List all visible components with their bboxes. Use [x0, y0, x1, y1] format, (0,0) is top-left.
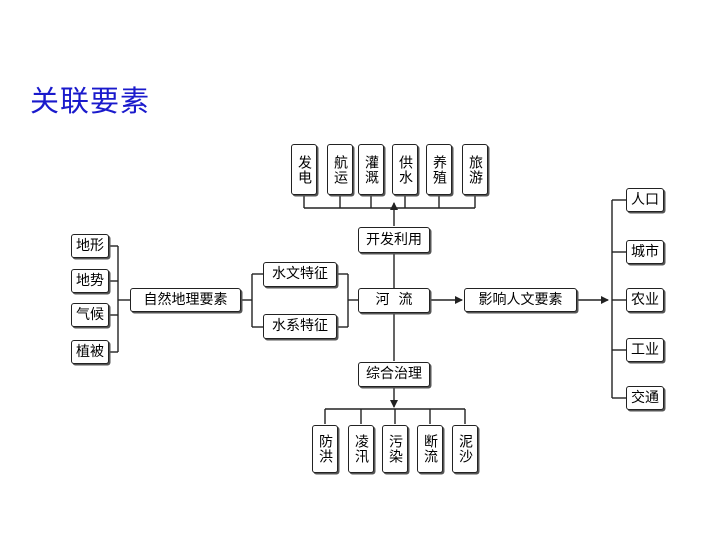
hydrology-box: 水文特征: [263, 262, 337, 287]
water-system-box: 水系特征: [263, 314, 337, 339]
issue-box-flow-cutoff: 断流: [417, 425, 443, 473]
issue-box-flood-control: 防洪: [312, 425, 338, 473]
use-box-shipping: 航运: [327, 144, 353, 195]
human-box-city: 城市: [626, 240, 664, 264]
human-factors-box: 影响人文要素: [464, 288, 577, 312]
page-title: 关联要素: [30, 84, 151, 118]
use-box-irrigation: 灌溉: [358, 144, 384, 195]
use-box-water-supply: 供水: [392, 144, 418, 195]
governance-box: 综合治理: [358, 362, 430, 387]
human-box-transport: 交通: [626, 386, 664, 410]
issue-box-pollution: 污染: [382, 425, 408, 473]
issue-box-sediment: 泥沙: [452, 425, 478, 473]
human-box-agriculture: 农业: [626, 288, 664, 312]
use-box-tourism: 旅游: [462, 144, 488, 195]
factor-box-landform: 地形: [71, 234, 109, 258]
development-box: 开发利用: [358, 227, 430, 253]
natural-factors-box: 自然地理要素: [130, 288, 241, 312]
factor-box-terrain: 地势: [71, 269, 109, 293]
river-box: 河 流: [358, 288, 430, 313]
factor-box-climate: 气候: [71, 303, 109, 327]
human-box-population: 人口: [626, 188, 664, 212]
use-box-power: 发电: [291, 144, 317, 195]
issue-box-ice-flood: 凌汛: [348, 425, 374, 473]
use-box-aquaculture: 养殖: [426, 144, 452, 195]
human-box-industry: 工业: [626, 338, 664, 362]
factor-box-vegetation: 植被: [71, 340, 109, 364]
